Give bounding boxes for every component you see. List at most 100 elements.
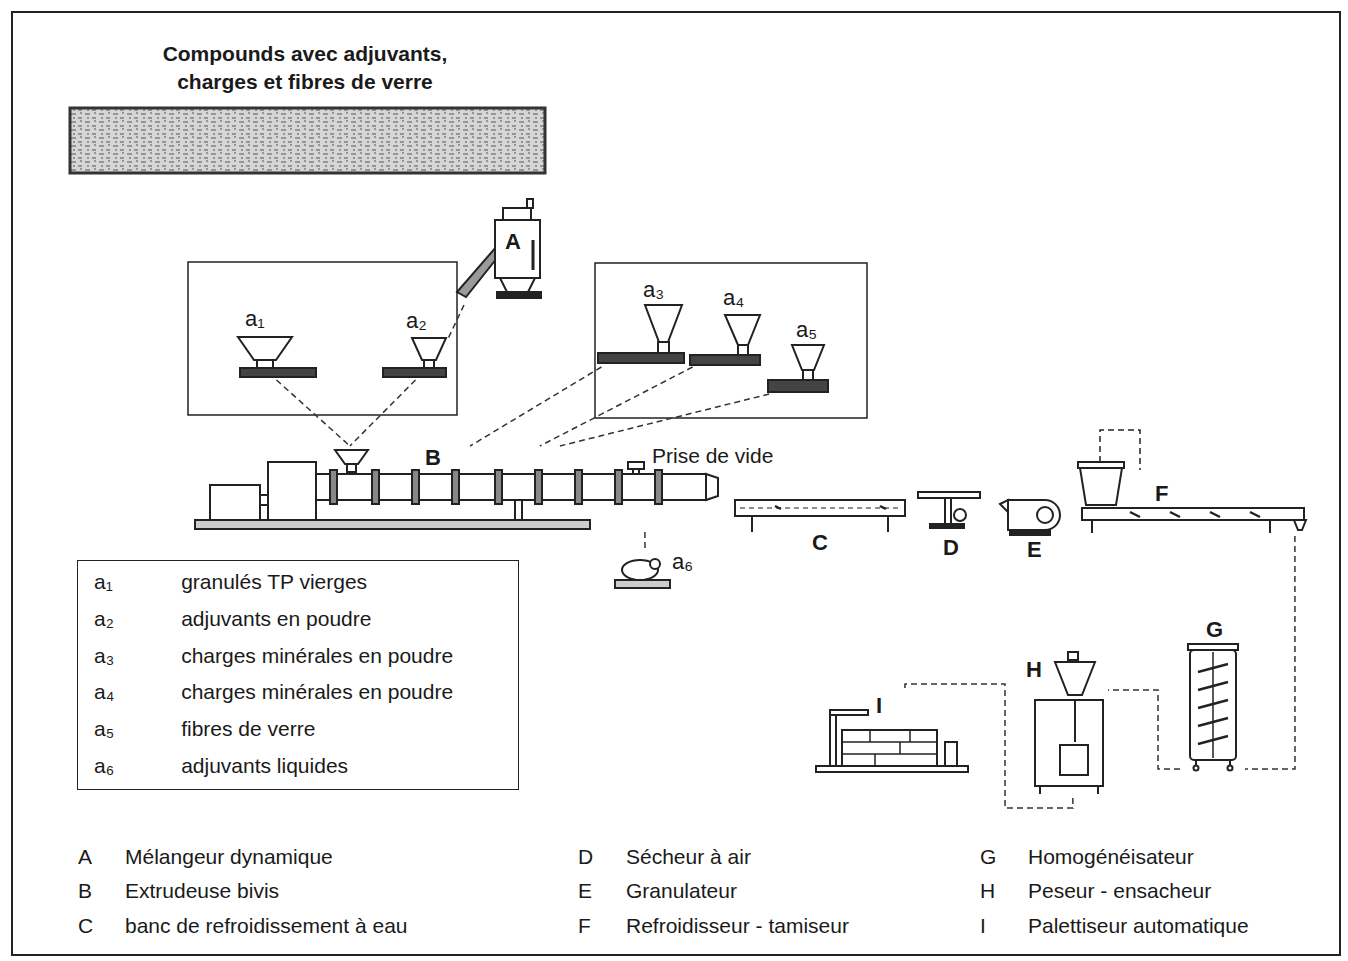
- extruder-symbol-part: [335, 450, 368, 464]
- dashed-feed-line: [470, 367, 601, 446]
- key-letter: F: [578, 914, 591, 938]
- dashed-feed-line: [905, 684, 1073, 808]
- equipment-letter: a₁: [243, 307, 267, 331]
- hopper-feeder-part: [598, 353, 684, 363]
- key-letter: G: [980, 845, 996, 869]
- key-text: Peseur - ensacheur: [1028, 879, 1211, 903]
- air-dryer-part: [954, 509, 966, 521]
- diagram-title: Compounds avec adjuvants, charges et fib…: [130, 40, 480, 96]
- cooler-sieve-part: [1269, 520, 1271, 533]
- extruder-symbol: [195, 450, 718, 529]
- mixer-symbol-part: [497, 292, 541, 298]
- legend-text: fibres de verre: [181, 717, 502, 743]
- key-letter: H: [980, 879, 995, 903]
- equipment-letter: a₄: [721, 286, 746, 310]
- cooling-bath-part: [775, 506, 886, 509]
- hopper-feeder-part: [768, 380, 828, 392]
- legend-key: a₅: [94, 717, 163, 743]
- key-letter: E: [578, 879, 592, 903]
- key-letter: A: [78, 845, 92, 869]
- hopper-feeder-part: [792, 345, 824, 370]
- hopper-feeder-part: [645, 305, 682, 342]
- palletizer-part: [842, 730, 937, 766]
- feeder-frame-part: [595, 263, 867, 418]
- homogenizer: [1188, 644, 1238, 771]
- legend-key: a₄: [94, 680, 163, 706]
- extruder-symbol-part: [535, 470, 542, 504]
- bagging-scale-part: [1055, 662, 1095, 695]
- extruder-symbol-part: [372, 470, 379, 504]
- key-letter: I: [980, 914, 986, 938]
- hopper-feeder-part: [725, 315, 760, 345]
- port-label: Prise de vide: [652, 444, 773, 468]
- cooler-sieve-part: [1080, 468, 1122, 505]
- equipment-letter: D: [941, 536, 961, 560]
- granulator: [1000, 500, 1060, 535]
- extruder-symbol-part: [330, 470, 337, 504]
- cooling-bath-part: [735, 500, 905, 516]
- bagging-scale-part: [1074, 700, 1076, 742]
- homogenizer-node: G: [1180, 615, 1245, 772]
- mixer-symbol-part: [503, 208, 531, 220]
- hatched-band: [70, 108, 545, 173]
- hopper-feeder-part: [257, 360, 273, 368]
- cooling-bath-part: [751, 516, 753, 532]
- dashed-feed-line: [560, 394, 769, 446]
- key-letter: C: [78, 914, 93, 938]
- bagging-scale: [1035, 652, 1103, 794]
- equipment-letter: B: [423, 446, 443, 470]
- extruder-symbol-part: [260, 495, 268, 505]
- mixer-symbol-part: [495, 220, 540, 278]
- palletizer-part: [945, 742, 957, 766]
- hatched-band-part: [70, 108, 545, 173]
- outer-frame: [12, 12, 1340, 955]
- legend-key: a₃: [94, 644, 163, 670]
- mixer-symbol-part: [532, 240, 535, 270]
- equipment-letter: C: [810, 531, 830, 555]
- cooling-bath: [735, 500, 905, 532]
- legend-text: charges minérales en poudre: [181, 644, 502, 670]
- equipment-letter: a₅: [794, 318, 819, 342]
- legend-text: granulés TP vierges: [181, 570, 502, 596]
- homogenizer-part: [1194, 766, 1199, 771]
- bagging-scale-part: [1039, 786, 1041, 794]
- dashed-feed-line: [277, 380, 350, 446]
- air-dryer-part: [930, 524, 964, 528]
- air-dryer: [918, 492, 980, 528]
- granulator-part: [1000, 500, 1008, 512]
- homogenizer-part: [1228, 766, 1233, 771]
- cooler-sieve-part: [1082, 508, 1304, 520]
- dryer-node: D: [913, 486, 988, 564]
- key-text: banc de refroidissement à eau: [125, 914, 408, 938]
- cooler-sieve: [1078, 430, 1306, 533]
- extruder-symbol-part: [706, 474, 718, 500]
- pump-symbol: [615, 559, 670, 588]
- homogenizer-part: [1198, 664, 1228, 744]
- bagging-scale-part: [1035, 700, 1103, 786]
- hopper-feeder-part: [738, 345, 748, 355]
- feeder-node: a₂: [383, 305, 448, 380]
- dashed-feed-line: [1245, 536, 1295, 769]
- dashed-feed-line: [448, 305, 464, 339]
- equipment-letter: H: [1024, 658, 1044, 682]
- homogenizer-part: [1190, 650, 1236, 760]
- cooling-bath-part: [887, 516, 889, 532]
- hopper-feeder-part: [690, 355, 760, 365]
- legend-key: a₆: [94, 754, 163, 780]
- pump-symbol-part: [615, 580, 670, 588]
- dashed-feed-line: [350, 380, 416, 446]
- equipment-letter: E: [1025, 538, 1044, 562]
- equipment-letter: a₃: [641, 278, 666, 302]
- legend-text: adjuvants en poudre: [181, 607, 502, 633]
- feeder-node: a₃: [597, 278, 685, 367]
- dashed-feed-line: [1108, 690, 1180, 769]
- air-dryer-part: [945, 498, 951, 524]
- legend-box: a₁granulés TP viergesa₂adjuvants en poud…: [77, 560, 519, 790]
- mixer-symbol-part: [527, 199, 533, 208]
- extruder-symbol-part: [210, 485, 260, 520]
- dashed-feed-line: [540, 367, 693, 446]
- key-text: Extrudeuse bivis: [125, 879, 279, 903]
